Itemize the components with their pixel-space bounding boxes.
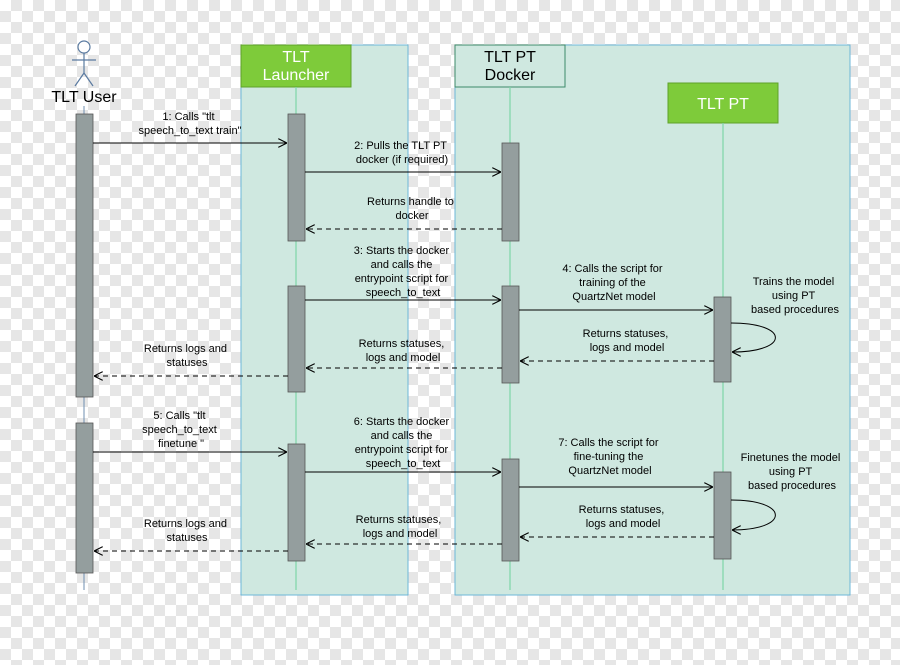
docker-header [454, 44, 566, 88]
user-title: TLT User [51, 89, 117, 106]
launcher-title-1: TLT [282, 49, 309, 66]
launcher-title-2: Launcher [263, 67, 330, 84]
docker-activation-2 [501, 285, 520, 384]
return-3-label: Returns statuses, logs and model [359, 338, 448, 364]
self-call-2-label: Finetunes the model using PT based proce… [741, 452, 844, 492]
launcher-frame [240, 44, 409, 596]
docker-title-2: Docker [485, 67, 536, 84]
msg-5-label: 5: Calls "tlt speech_to_text finetune " [142, 410, 220, 450]
docker-frame [454, 44, 851, 596]
self-call-2-arrow [730, 499, 776, 530]
msg-6-label: 6: Starts the docker and calls the entry… [354, 416, 452, 470]
pt-header [667, 82, 779, 124]
pt-activation-1 [713, 296, 732, 383]
docker-activation-3 [501, 458, 520, 562]
return-1-label: Returns logs and statuses [144, 343, 230, 369]
user-activation-1 [75, 113, 94, 398]
launcher-activation-3 [287, 443, 306, 562]
docker-activation-1 [501, 142, 520, 242]
msg-1-label: 1: Calls "tlt speech_to_text train" [139, 111, 242, 137]
return-7-label: Returns statuses, logs and model [579, 504, 668, 530]
launcher-header [240, 44, 352, 88]
user-figure-icon [72, 40, 96, 87]
docker-title-1: TLT PT [484, 49, 536, 66]
msg-7-label: 7: Calls the script for fine-tuning the … [558, 437, 661, 477]
return-2-label: Returns handle to docker [367, 196, 457, 222]
return-4-label: Returns statuses, logs and model [583, 328, 672, 354]
return-6-label: Returns statuses, logs and model [356, 514, 445, 540]
self-call-1-label: Trains the model using PT based procedur… [751, 276, 840, 316]
return-5-label: Returns logs and statuses [144, 518, 230, 544]
launcher-activation-1 [287, 113, 306, 242]
msg-3-label: 3: Starts the docker and calls the entry… [354, 245, 452, 299]
pt-activation-2 [713, 471, 732, 560]
pt-title: TLT PT [697, 96, 749, 113]
msg-2-label: 2: Pulls the TLT PT docker (if required) [354, 140, 450, 166]
self-call-1-arrow [730, 322, 776, 352]
launcher-activation-2 [287, 285, 306, 393]
msg-4-label: 4: Calls the script for training of the … [562, 263, 665, 303]
user-activation-2 [75, 422, 94, 574]
